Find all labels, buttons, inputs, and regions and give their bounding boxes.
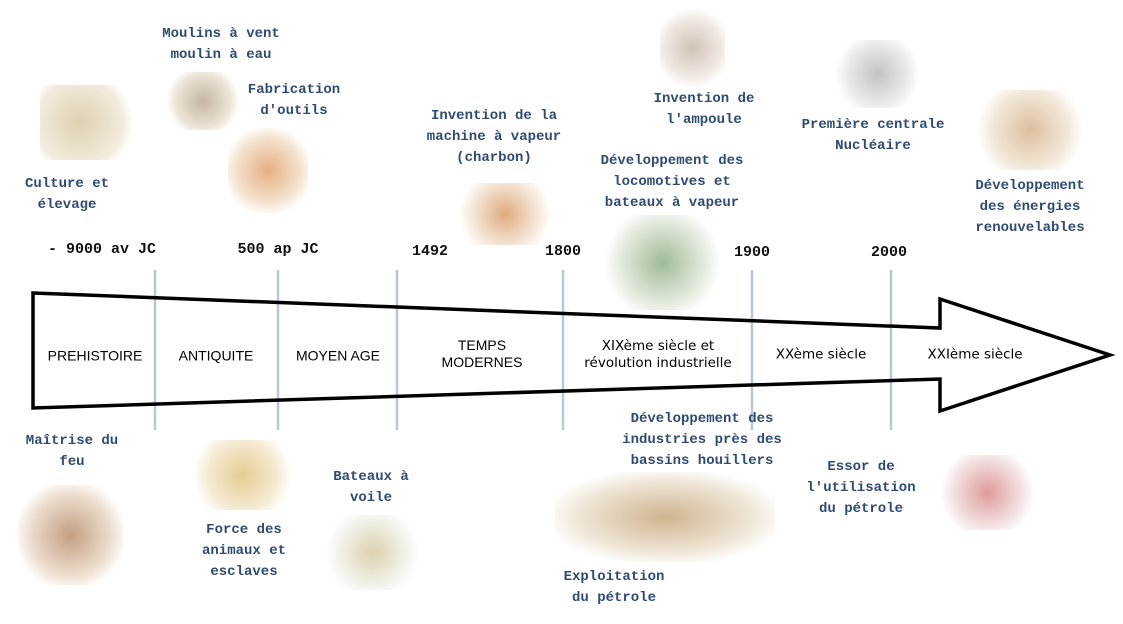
era-antiquite: ANTIQUITE [178, 347, 254, 364]
locomotive-illustration [605, 215, 720, 310]
era-prehistoire: PREHISTOIRE [47, 347, 143, 364]
event-force-animaux: Force des animaux et esclaves [201, 522, 287, 580]
date-label: 500 ap JC [237, 241, 319, 258]
event-bateaux-voile: Bateaux à voile [333, 469, 409, 506]
plane-car-illustration [940, 455, 1035, 530]
event-industries-houillers: Développement des industries près des ba… [622, 411, 782, 469]
event-outils: Fabrication d'outils [247, 82, 341, 119]
blacksmith-illustration [228, 128, 308, 213]
date-label: 1800 [544, 243, 582, 260]
pyramids-illustration [190, 440, 295, 510]
mill-illustration [168, 72, 238, 130]
farming-illustration [40, 85, 140, 160]
event-energies-renouvelables: Développement des énergies renouvelables [975, 178, 1085, 236]
era-temps-modernes: TEMPS MODERNES [441, 337, 523, 370]
event-essor-petrole: Essor de l'utilisation du pétrole [806, 459, 916, 517]
sailboat-illustration [325, 515, 420, 590]
edison-illustration [660, 8, 725, 88]
timeline-arrow [31, 291, 1116, 414]
event-culture-elevage: Culture et élevage [24, 176, 110, 213]
event-exploitation-petrole: Exploitation du pétrole [563, 569, 665, 606]
era-xix-siecle: XIXème siècle et révolution industrielle [584, 338, 732, 371]
nuclear-plant-illustration [835, 40, 920, 108]
date-label: 1900 [733, 244, 771, 261]
steam-machine-illustration [455, 183, 555, 245]
industry-illustration [555, 472, 775, 562]
fire-cave-illustration [18, 485, 123, 585]
era-xxi-siecle: XXIème siècle [927, 346, 1023, 363]
date-label: 2000 [870, 244, 908, 261]
date-label: 1492 [411, 243, 449, 260]
event-machine-vapeur: Invention de la machine à vapeur (charbo… [426, 108, 562, 166]
event-moulins: Moulins à vent moulin à eau [162, 26, 280, 63]
era-xx-siecle: XXème siècle [775, 346, 867, 363]
event-centrale-nucleaire: Première centrale Nucléaire [801, 117, 945, 154]
era-moyen-age: MOYEN AGE [295, 347, 381, 364]
event-locomotives: Développement des locomotives et bateaux… [600, 153, 744, 211]
event-maitrise-feu: Maîtrise du feu [25, 433, 119, 470]
date-label: - 9000 av JC [47, 241, 157, 258]
event-ampoule: Invention de l'ampoule [653, 91, 755, 128]
renewable-energy-illustration [975, 90, 1085, 170]
